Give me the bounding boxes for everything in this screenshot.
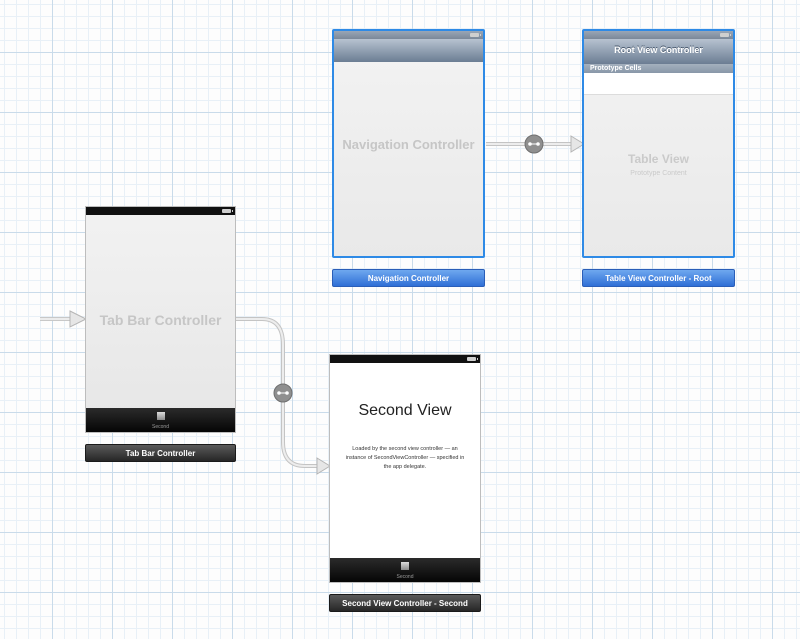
tab-item-label: Second bbox=[396, 574, 414, 580]
prototype-cells-header: Prototype Cells bbox=[584, 64, 733, 73]
segue-relationship-icon[interactable] bbox=[524, 134, 544, 154]
tab-square-icon bbox=[401, 562, 409, 570]
second-view-description: Loaded by the second view controller — a… bbox=[345, 446, 465, 470]
segue-relationship-icon[interactable] bbox=[273, 383, 293, 403]
scene-label-table-view-controller[interactable]: Table View Controller - Root bbox=[582, 269, 735, 287]
initial-arrow-icon[interactable] bbox=[40, 310, 88, 328]
status-bar bbox=[86, 207, 235, 215]
battery-icon bbox=[470, 33, 481, 37]
battery-icon bbox=[720, 33, 731, 37]
navigation-bar bbox=[334, 39, 483, 62]
scene-placeholder-title: Tab Bar Controller bbox=[99, 312, 222, 328]
navigation-bar-title: Root View Controller bbox=[614, 45, 703, 55]
scene-placeholder-title: Navigation Controller bbox=[342, 137, 475, 152]
second-view-controller-scene[interactable]: Second View Loaded by the second view co… bbox=[329, 354, 481, 583]
prototype-cell[interactable] bbox=[584, 73, 733, 95]
battery-icon bbox=[222, 209, 233, 213]
navigation-controller-scene[interactable]: Navigation Controller bbox=[332, 29, 485, 258]
scene-label-tab-bar-controller[interactable]: Tab Bar Controller bbox=[85, 444, 236, 462]
table-view-title: Table View bbox=[628, 152, 689, 166]
tab-bar-controller-scene[interactable]: Tab Bar Controller Second bbox=[85, 206, 236, 433]
tab-square-icon bbox=[156, 412, 165, 420]
table-view-controller-scene[interactable]: Root View Controller Prototype Cells Tab… bbox=[582, 29, 735, 258]
status-bar bbox=[584, 31, 733, 39]
scene-label-navigation-controller[interactable]: Navigation Controller bbox=[332, 269, 485, 287]
table-view-subtitle: Prototype Content bbox=[630, 170, 687, 177]
second-view-title: Second View bbox=[358, 402, 452, 419]
tab-item-label: Second bbox=[152, 424, 169, 430]
status-bar bbox=[334, 31, 483, 39]
battery-icon bbox=[467, 357, 478, 361]
scene-label-second-view-controller[interactable]: Second View Controller - Second bbox=[329, 594, 481, 612]
tab-bar[interactable]: Second bbox=[330, 558, 480, 582]
navigation-bar: Root View Controller bbox=[584, 39, 733, 64]
tab-bar[interactable]: Second bbox=[86, 408, 235, 432]
status-bar bbox=[330, 355, 480, 363]
